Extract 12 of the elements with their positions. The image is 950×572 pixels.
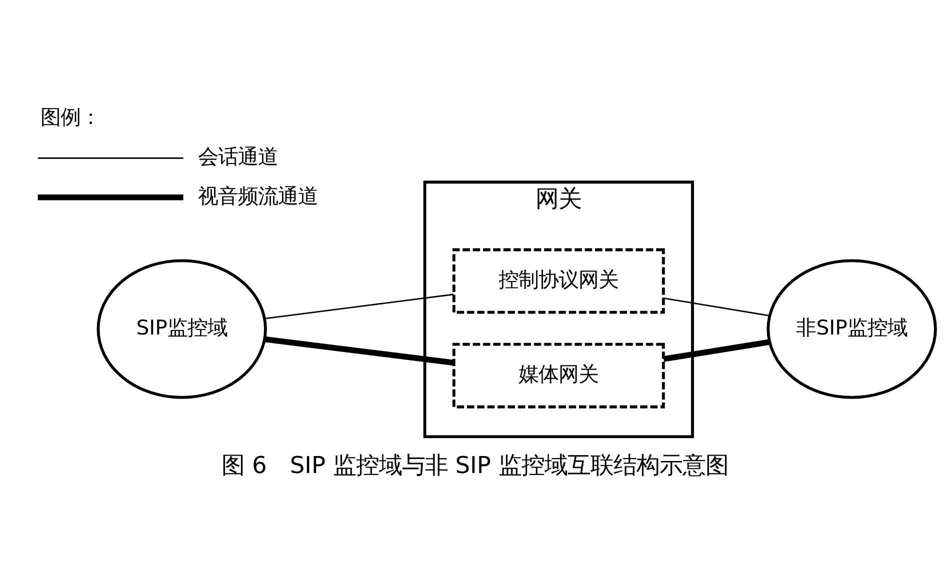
node-box: 媒体网关	[452, 342, 665, 408]
connector	[663, 338, 770, 362]
connector	[264, 293, 454, 319]
connector	[664, 296, 770, 316]
caption: 图 6 SIP 监控域与非 SIP 监控域互联结构示意图	[222, 451, 728, 478]
connector	[264, 336, 454, 366]
node-ellipse: 非SIP监控域	[766, 258, 937, 398]
node-box: 控制协议网关	[452, 248, 665, 314]
label: 图例：	[40, 104, 101, 129]
legend-label: 视音频流通道	[198, 183, 318, 208]
node-ellipse: SIP监控域	[96, 258, 267, 398]
legend-label: 会话通道	[198, 144, 278, 168]
